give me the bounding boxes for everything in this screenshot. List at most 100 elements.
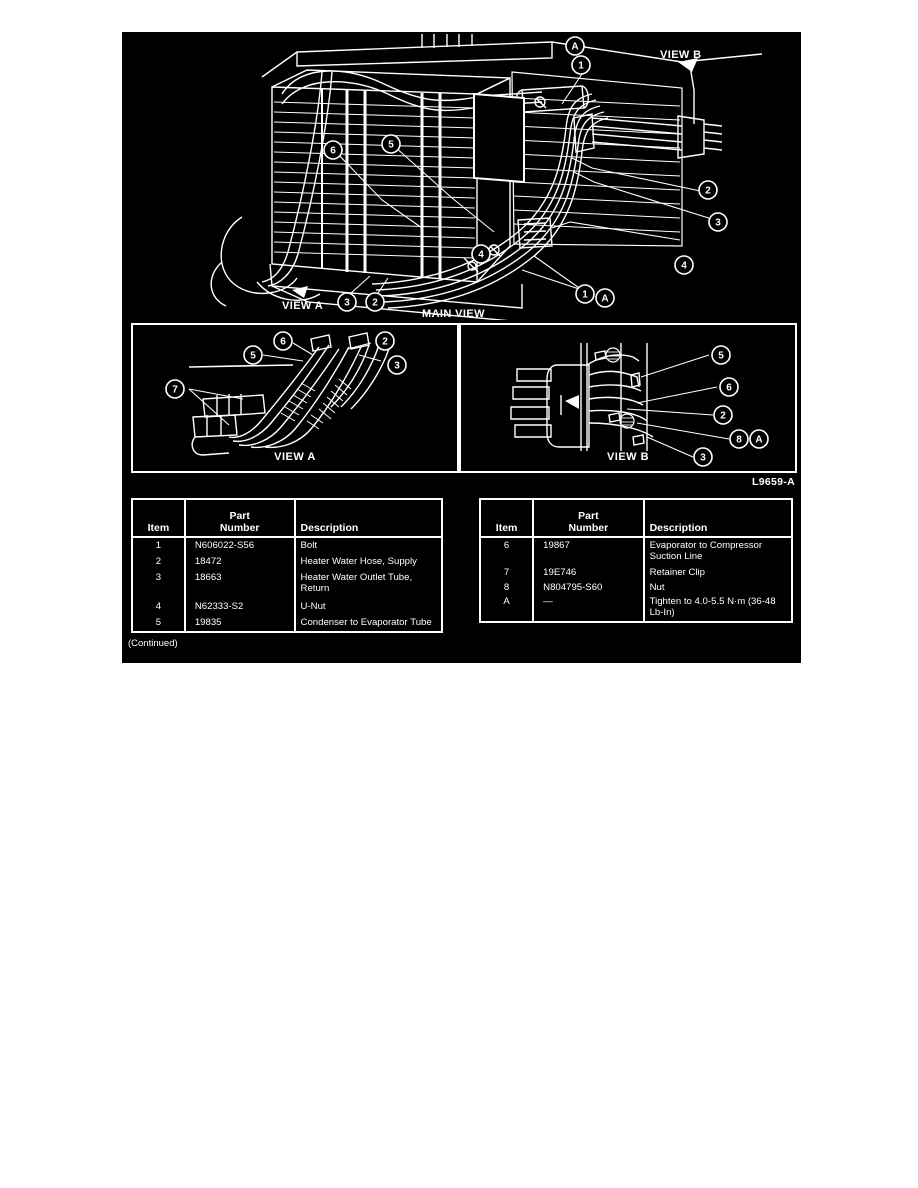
view-a-callout-5: 5 bbox=[243, 345, 263, 365]
view-b-arrow-label: VIEW B bbox=[660, 49, 702, 61]
cell-part-number: — bbox=[533, 594, 645, 621]
callout-6-main: 6 bbox=[323, 140, 343, 160]
cell-part-number: N804795-S60 bbox=[533, 579, 645, 595]
svg-text:2: 2 bbox=[705, 186, 711, 197]
table-right-body: 6 19867 Evaporator to Compressor Suction… bbox=[481, 537, 791, 621]
cell-part-number: N606022-S56 bbox=[184, 537, 296, 555]
cell-part-number: 18472 bbox=[184, 554, 296, 570]
svg-text:2: 2 bbox=[382, 337, 388, 348]
cell-item: 4 bbox=[133, 599, 186, 616]
header-part-number: Part Number bbox=[533, 500, 645, 538]
cell-description: Tighten to 4.0-5.5 N·m (36-48 Lb-In) bbox=[649, 596, 776, 619]
main-view-linework: A 1 6 5 2 bbox=[210, 34, 763, 320]
table-row: 8 N804795-S60 Nut bbox=[481, 579, 791, 595]
cell-item: 2 bbox=[133, 554, 186, 570]
callout-2-bottom: 2 bbox=[365, 292, 385, 312]
cell-part-number: N62333-S2 bbox=[184, 599, 296, 616]
parts-table-right: Item Part Number Description 6 19867 Eva… bbox=[479, 498, 793, 623]
continued-note: (Continued) bbox=[128, 638, 178, 649]
callout-4-mid: 4 bbox=[471, 244, 491, 264]
header-part-line1: Part bbox=[229, 510, 250, 522]
svg-text:2: 2 bbox=[372, 298, 378, 309]
cell-part-number: 19835 bbox=[184, 615, 296, 631]
callout-3-bottom: 3 bbox=[337, 292, 357, 312]
callout-3-right: 3 bbox=[708, 212, 728, 232]
cell-item: 8 bbox=[481, 579, 535, 595]
callout-1-top: 1 bbox=[571, 55, 591, 75]
callout-A-bottom: A bbox=[595, 288, 615, 308]
cell-description: Evaporator to Compressor Suction Line bbox=[649, 540, 763, 563]
svg-text:6: 6 bbox=[280, 337, 286, 348]
view-a-callout-2: 2 bbox=[375, 331, 395, 351]
view-b-illustration: 5 6 2 8 bbox=[461, 325, 795, 471]
svg-text:4: 4 bbox=[681, 261, 687, 272]
cell-description: Condenser to Evaporator Tube bbox=[300, 617, 432, 629]
view-a-illustration: 5 6 2 3 bbox=[133, 325, 457, 471]
view-b-callout-2: 2 bbox=[713, 405, 733, 425]
view-b-callout-5: 5 bbox=[711, 345, 731, 365]
svg-text:5: 5 bbox=[718, 351, 724, 362]
svg-text:5: 5 bbox=[388, 140, 394, 151]
main-view-illustration: A 1 6 5 2 bbox=[122, 32, 801, 320]
cell-description: U-Nut bbox=[300, 601, 326, 613]
cell-part-number: 19867 bbox=[533, 537, 645, 565]
view-b-linework: 5 6 2 8 bbox=[510, 343, 769, 467]
svg-text:8: 8 bbox=[736, 435, 742, 446]
callout-4-right: 4 bbox=[674, 255, 694, 275]
header-part-line1: Part bbox=[578, 510, 599, 522]
cell-description: Heater Water Hose, Supply bbox=[300, 556, 417, 568]
view-a-callouts: 5 6 2 3 bbox=[165, 331, 407, 399]
callout-1-bottom: 1 bbox=[575, 284, 595, 304]
callout-bubbles: A 1 6 5 2 bbox=[323, 36, 728, 312]
table-row: A — Tighten to 4.0-5.5 N·m (36-48 Lb-In) bbox=[481, 594, 791, 621]
table-row: 2 18472 Heater Water Hose, Supply bbox=[133, 554, 441, 570]
header-part-number: Part Number bbox=[184, 500, 296, 538]
view-b-callout-8: 8 bbox=[729, 429, 749, 449]
table-row: 3 18663 Heater Water Outlet Tube, Return bbox=[133, 569, 441, 600]
header-item: Item bbox=[133, 500, 186, 538]
detail-panels-row: 5 6 2 3 bbox=[131, 323, 797, 473]
table-left-header-row: Item Part Number Description bbox=[133, 500, 441, 538]
svg-text:A: A bbox=[755, 435, 762, 446]
table-row: 5 19835 Condenser to Evaporator Tube bbox=[133, 615, 441, 631]
table-row: 1 N606022-S56 Bolt bbox=[133, 537, 441, 555]
cell-item: 7 bbox=[481, 565, 535, 580]
view-a-callout-3: 3 bbox=[387, 355, 407, 375]
svg-text:3: 3 bbox=[344, 298, 350, 309]
svg-text:3: 3 bbox=[394, 361, 400, 372]
svg-text:A: A bbox=[571, 42, 578, 53]
header-description: Description bbox=[643, 500, 791, 538]
table-right-head: Item Part Number Description bbox=[481, 500, 791, 538]
svg-text:1: 1 bbox=[582, 290, 588, 301]
cell-item: 1 bbox=[133, 537, 186, 555]
svg-text:1: 1 bbox=[578, 61, 584, 72]
panel-a-caption: VIEW A bbox=[274, 451, 316, 463]
table-left-head: Item Part Number Description bbox=[133, 500, 441, 538]
callout-A-top: A bbox=[565, 36, 585, 56]
table-right-header-row: Item Part Number Description bbox=[481, 500, 791, 538]
callout-2-right: 2 bbox=[698, 180, 718, 200]
view-a-callout-7: 7 bbox=[165, 379, 185, 399]
header-item: Item bbox=[481, 500, 535, 538]
cell-description: Nut bbox=[649, 581, 665, 593]
panel-b-caption: VIEW B bbox=[606, 451, 650, 463]
table-row: 7 19E746 Retainer Clip bbox=[481, 565, 791, 580]
main-view-caption: MAIN VIEW bbox=[422, 308, 485, 320]
parts-table-right-grid: Item Part Number Description 6 19867 Eva… bbox=[481, 500, 791, 621]
view-b-callout-A: A bbox=[749, 429, 769, 449]
svg-text:7: 7 bbox=[172, 385, 178, 396]
view-b-callout-6: 6 bbox=[719, 377, 739, 397]
svg-text:3: 3 bbox=[715, 218, 721, 229]
view-a-arrow-label: VIEW A bbox=[282, 300, 324, 312]
view-a-callout-6: 6 bbox=[273, 331, 293, 351]
detail-panel-view-a: 5 6 2 3 bbox=[131, 323, 459, 473]
cell-description: Heater Water Outlet Tube, Return bbox=[300, 571, 413, 595]
table-row: 4 N62333-S2 U-Nut bbox=[133, 599, 441, 616]
callout-5-main: 5 bbox=[381, 134, 401, 154]
cell-item: 3 bbox=[133, 569, 186, 600]
svg-text:3: 3 bbox=[700, 453, 706, 464]
view-a-linework: 5 6 2 3 bbox=[165, 331, 407, 456]
svg-text:6: 6 bbox=[330, 146, 336, 157]
table-row: 6 19867 Evaporator to Compressor Suction… bbox=[481, 537, 791, 565]
